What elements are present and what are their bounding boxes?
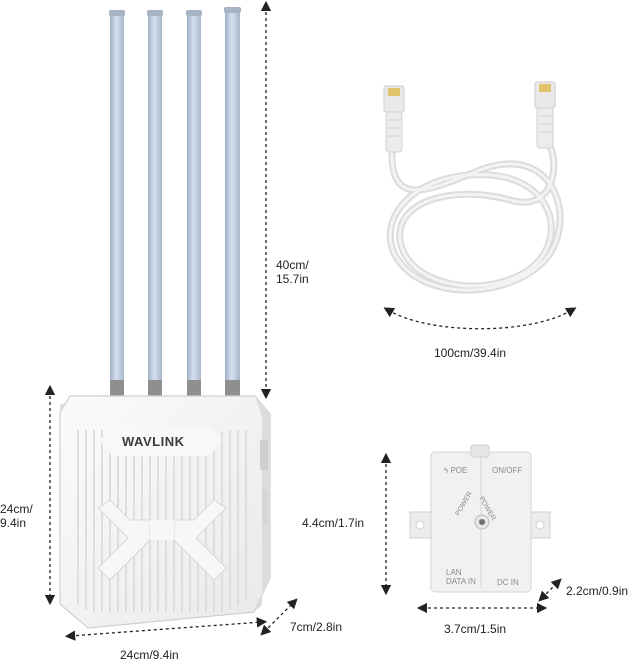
antenna-4: [224, 7, 241, 396]
router-rib-pattern: [77, 430, 247, 612]
router-width-label: 24cm/9.4in: [120, 648, 179, 662]
antenna-height-label: 40cm/ 15.7in: [276, 258, 309, 286]
injector-height-label: 4.4cm/1.7in: [302, 516, 365, 530]
router-height-label: 24cm/ 9.4in: [0, 502, 33, 530]
cable-length-label: 100cm/39.4in: [434, 346, 507, 360]
rj45-connector-right: [534, 81, 556, 149]
injector-poe-label: ϟ POE: [444, 466, 468, 475]
router-depth-label: 7cm/2.8in: [290, 620, 343, 634]
brand-logo: WAVLINK: [122, 434, 185, 449]
poe-injector: [409, 444, 551, 593]
dimension-arrows: [44, 0, 577, 641]
ethernet-cable: [383, 81, 564, 294]
antenna-3: [186, 10, 202, 396]
antenna-1: [109, 10, 125, 396]
injector-dcin-label: DC IN: [497, 578, 519, 587]
injector-lan-label: LAN DATA IN: [446, 568, 476, 586]
antenna-2: [147, 10, 163, 396]
antenna-group: [109, 7, 241, 396]
injector-depth-label: 2.2cm/0.9in: [566, 584, 629, 598]
rj45-connector-left: [383, 85, 405, 153]
injector-onoff-label: ON/OFF: [492, 466, 523, 475]
router-body: WAVLINK: [59, 395, 271, 629]
injector-width-label: 3.7cm/1.5in: [444, 622, 507, 636]
